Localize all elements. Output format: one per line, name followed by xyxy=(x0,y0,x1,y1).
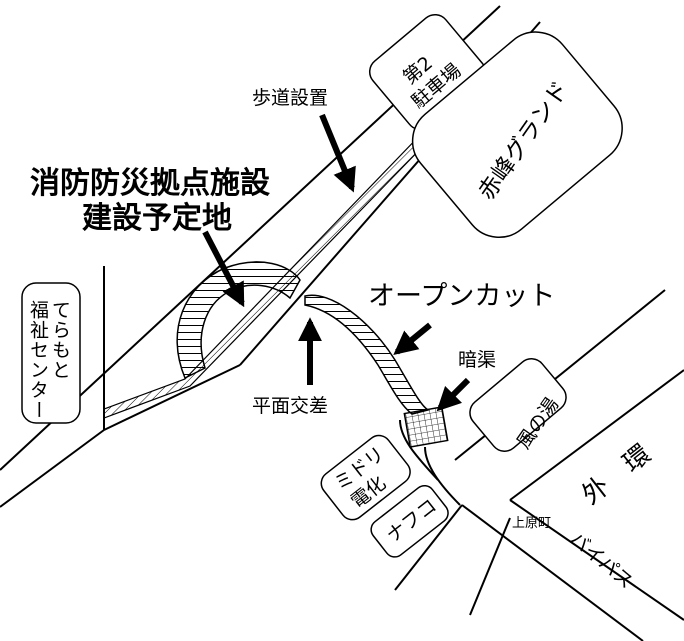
arrows xyxy=(202,113,471,412)
crossing-label: 平面交差 xyxy=(252,395,328,417)
bypass-label: バイパス xyxy=(565,528,637,593)
culvert-label: 暗渠 xyxy=(458,349,496,371)
svg-text:福祉センター: 福祉センター xyxy=(27,300,49,420)
kaze-box xyxy=(469,358,567,452)
open-cut-label: オープンカット xyxy=(368,281,555,312)
uehara-label: 上原町 xyxy=(512,516,551,531)
nafuko-box xyxy=(370,484,449,558)
disaster-center-label-2: 建設予定地 xyxy=(82,201,232,236)
ground-box xyxy=(411,31,623,239)
disaster-center-site xyxy=(176,261,301,380)
ring-road-label: 外 環 xyxy=(577,439,657,511)
midori-box xyxy=(320,434,411,521)
sidewalk-label: 歩道設置 xyxy=(252,87,328,109)
welfare-box xyxy=(21,282,81,424)
welfare-label: てらもと 福祉センター xyxy=(27,300,71,420)
disaster-center-label-1: 消防防災拠点施設 xyxy=(30,166,270,201)
svg-text:てらもと: てらもと xyxy=(49,300,71,380)
buildings xyxy=(21,13,623,558)
open-cut-channel xyxy=(304,294,461,506)
